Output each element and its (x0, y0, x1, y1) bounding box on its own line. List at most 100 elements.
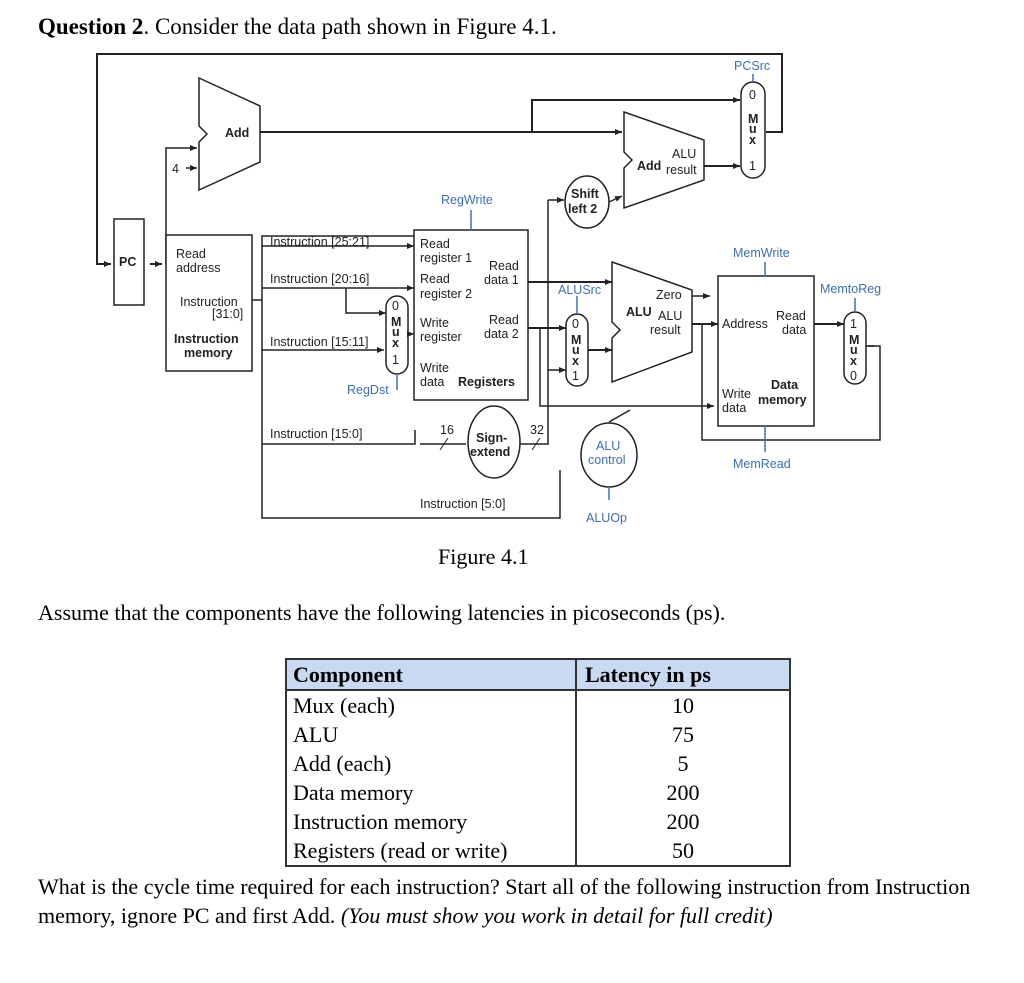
instruction-memory (165, 234, 253, 372)
label-alu-add-top: ALU (672, 147, 696, 161)
label-write-rega: Write (420, 316, 449, 330)
table-cell-component: Instruction memory (285, 807, 577, 836)
table-cell-component: Mux (each) (285, 690, 577, 720)
table-cell-component: Registers (read or write) (285, 836, 577, 867)
label-regmux-1: 1 (392, 353, 399, 367)
label-four: 4 (172, 162, 179, 176)
label-dm-write: Write (722, 387, 751, 401)
sign-extend (467, 405, 521, 479)
alu-unit (611, 260, 693, 384)
table-cell-latency: 200 (576, 778, 791, 807)
wire-add-out (260, 97, 740, 133)
label-memread: MemRead (733, 457, 791, 471)
table-cell-latency: 50 (576, 836, 791, 867)
label-dm-data-t: Data (771, 378, 799, 392)
label-alu-add: Add (637, 159, 661, 173)
label-alu-ctrl-a: ALU (596, 439, 620, 453)
table-cell-component: Data memory (285, 778, 577, 807)
label-read-reg2a: Read (420, 272, 450, 286)
question-italic: (You must show you work in detail for fu… (340, 903, 773, 928)
label-read-data1a: Read (489, 259, 519, 273)
label-dm-memory: memory (758, 393, 807, 407)
label-add: Add (225, 126, 249, 140)
label-alu-res-b: result (650, 323, 681, 337)
label-alumux-1: 1 (572, 369, 579, 383)
table-row: Add (each) 5 (285, 749, 791, 778)
label-instr-mem2: memory (184, 346, 233, 360)
table-row: Mux (each) 10 (285, 690, 791, 720)
latency-table: Component Latency in ps Mux (each) 10 AL… (285, 658, 791, 867)
table-cell-component: Add (each) (285, 749, 577, 778)
figure-caption: Figure 4.1 (438, 544, 529, 569)
label-memtoreg: MemtoReg (820, 282, 881, 296)
label-write-regb: register (420, 330, 462, 344)
label-i15-11: Instruction [15:11] (270, 335, 368, 349)
header-latency: Latency in ps (575, 658, 791, 691)
header-component: Component (285, 658, 577, 691)
register-file (413, 229, 529, 401)
label-read-data1b: data 1 (484, 273, 519, 287)
table-row: Instruction memory 200 (285, 807, 791, 836)
label-aluop: ALUOp (586, 511, 627, 525)
label-pcmux-x: x (749, 133, 756, 147)
assume-text: Assume that the components have the foll… (38, 600, 726, 625)
label-dm-wdata: data (722, 401, 746, 415)
label-pcmux-1: 1 (749, 159, 756, 173)
label-regmux-m: M (391, 315, 401, 329)
label-alu-res-a: ALU (658, 309, 682, 323)
label-i25-21: Instruction [25:21] (270, 235, 369, 249)
label-dm-data: data (782, 323, 806, 337)
label-zero: Zero (656, 288, 682, 302)
label-shift: Shift (571, 187, 600, 201)
table-row: Data memory 200 (285, 778, 791, 807)
label-memmux-1: 1 (850, 317, 857, 331)
label-dm-address: Address (722, 317, 768, 331)
label-registers: Registers (458, 375, 515, 389)
label-i5-0: Instruction [5:0] (420, 497, 505, 511)
label-alu-ctrl-b: control (588, 453, 626, 467)
wire-pc-loop (96, 53, 783, 267)
label-extend: extend (470, 445, 510, 459)
label-read-reg1b: register 1 (420, 251, 472, 265)
label-memmux-0: 0 (850, 369, 857, 383)
label-instruction: Instruction (180, 295, 238, 309)
label-memmux-x: x (850, 354, 857, 368)
label-write-datab: data (420, 375, 444, 389)
question-body: What is the cycle time required for each… (38, 872, 978, 930)
question-title: Question 2. Consider the data path shown… (38, 14, 557, 40)
adder-top (198, 76, 261, 192)
question-text: . Consider the data path shown in Figure… (143, 14, 557, 39)
label-alu-add-result: result (666, 163, 697, 177)
datapath-figure: PCSrc Add 4 Add ALU result 0 M u x 1 Reg… (96, 53, 881, 525)
label-memmux-u: u (850, 343, 858, 357)
label-regmux-0: 0 (392, 299, 399, 313)
label-read-data2a: Read (489, 313, 519, 327)
label-sign: Sign- (476, 431, 507, 445)
label-write-dataa: Write (420, 361, 449, 375)
label-thirtytwo: 32 (530, 423, 544, 437)
label-alumux-0: 0 (572, 317, 579, 331)
question-main: What is the cycle time required for each… (38, 874, 971, 928)
label-memmux-m: M (849, 333, 859, 347)
label-alumux-u: u (572, 343, 580, 357)
label-instr-mem1: Instruction (174, 332, 239, 346)
label-regwrite: RegWrite (441, 193, 493, 207)
label-pcmux-m: M (748, 112, 758, 126)
label-memwrite: MemWrite (733, 246, 790, 260)
label-regdst: RegDst (347, 383, 389, 397)
label-dm-read: Read (776, 309, 806, 323)
label-alusrc: ALUSrc (558, 283, 601, 297)
table-cell-latency: 200 (576, 807, 791, 836)
label-pcmux-0: 0 (749, 88, 756, 102)
label-pc: PC (119, 255, 136, 269)
label-alumux-m: M (571, 333, 581, 347)
data-memory (717, 275, 815, 427)
label-pcsrc: PCSrc (734, 59, 770, 73)
label-instr-bits: [31:0] (212, 307, 243, 321)
label-alu: ALU (626, 305, 652, 319)
label-read-reg2b: register 2 (420, 287, 472, 301)
latency-table-header: Component Latency in ps (285, 658, 791, 691)
label-i15-0: Instruction [15:0] (270, 427, 362, 441)
table-cell-latency: 10 (576, 690, 791, 720)
label-read: Read (176, 247, 206, 261)
